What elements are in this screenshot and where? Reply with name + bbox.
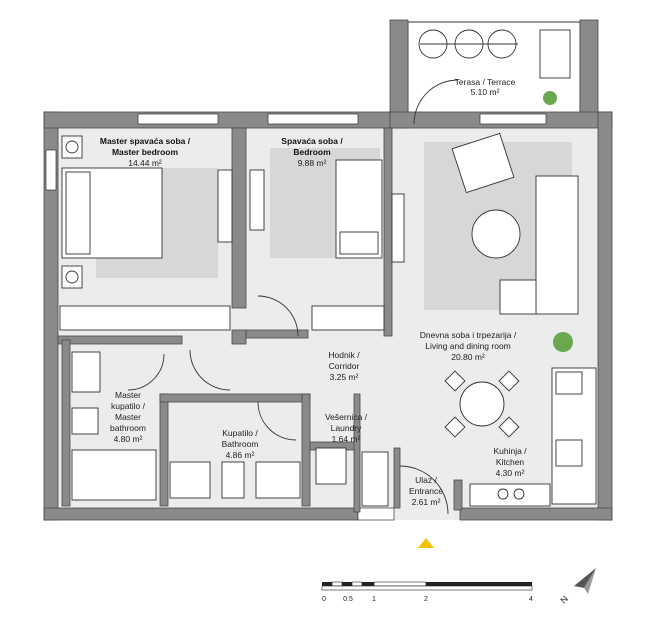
toilet-icon — [221, 461, 245, 499]
wall-master-bath-top — [57, 335, 183, 345]
scale-tick-2: 1 — [372, 596, 376, 603]
kitchen-island-icon — [469, 483, 551, 507]
entrance-label-1: Ulaz / — [415, 475, 437, 485]
bathroom-label-2: Bathroom — [222, 439, 259, 449]
wall-laundry-right — [353, 393, 361, 513]
armchair-icon — [451, 132, 515, 194]
bedroom-wardrobe-icon — [311, 305, 385, 331]
bedroom-label-1: Spavaća soba / — [281, 136, 343, 146]
shoe-cabinet-icon — [361, 451, 389, 507]
bathroom-label-1: Kupatilo / — [222, 428, 258, 438]
master-bed-pillows — [65, 171, 91, 255]
window-west — [45, 149, 57, 191]
wall-master-bath-right — [159, 393, 169, 507]
entrance-label-2: Entrance — [409, 486, 443, 496]
wall-terrace-right — [579, 19, 599, 117]
master-toilet-icon — [71, 407, 99, 435]
entrance-area: 2.61 m² — [412, 497, 441, 507]
wall-east — [597, 111, 613, 521]
master-wardrobe-icon — [59, 305, 231, 331]
bedroom-label-2: Bedroom — [293, 147, 331, 157]
master-bedroom-label-1: Master spavaća soba / — [100, 136, 191, 146]
sofa-chaise — [499, 279, 537, 315]
shower-icon — [169, 461, 211, 499]
wall-entrance-left — [393, 447, 401, 509]
master-bath-label-2: kupatilo / — [111, 401, 146, 411]
corridor-label-1: Hodnik / — [328, 350, 360, 360]
master-shower-icon — [71, 449, 157, 501]
window-living — [479, 113, 547, 125]
corridor-label-2: Corridor — [329, 361, 360, 371]
corridor-area: 3.25 m² — [330, 372, 359, 382]
bathroom-door-swing — [257, 401, 297, 441]
plant-icon — [553, 332, 573, 352]
terrace-plant-icon — [543, 91, 557, 105]
living-label-2: Living and dining room — [425, 341, 511, 351]
wall-south-right — [459, 507, 613, 521]
tv-unit-icon — [391, 193, 405, 263]
window-laundry — [357, 507, 395, 521]
kitchen-area: 4.30 m² — [496, 468, 525, 478]
bathroom-area: 4.86 m² — [226, 450, 255, 460]
scale-tick-4: 4 — [529, 596, 533, 603]
master-bath-door-swing — [127, 353, 165, 391]
master-bath-label-1: Master — [115, 390, 141, 400]
terrace-label: Terasa / Terrace — [455, 77, 516, 87]
scale-tick-0: 0 — [322, 596, 326, 603]
laundry-area: 1.64 m² — [332, 434, 361, 444]
stove-icon — [555, 371, 583, 395]
wall-bathroom-top — [159, 393, 311, 403]
window-bedroom — [267, 113, 359, 125]
coffee-table-icon — [471, 209, 521, 259]
wall-master-bedroom-divider — [231, 127, 247, 309]
terrace-lounger — [539, 29, 571, 79]
north-label: N — [558, 594, 570, 606]
master-sink-icon — [71, 351, 101, 393]
wall-south-left — [43, 507, 359, 521]
master-bath-area: 4.80 m² — [114, 434, 143, 444]
laundry-label-2: Laundry — [331, 423, 362, 433]
corridor-door-swing — [189, 349, 231, 391]
single-bed-pillow — [339, 231, 379, 255]
window-master — [137, 113, 219, 125]
terrace-door-swing — [413, 79, 459, 125]
scale-bar — [321, 581, 533, 591]
bedroom-door-swing — [257, 295, 299, 337]
wall-entrance-right — [453, 479, 463, 511]
scale-tick-3: 2 — [424, 596, 428, 603]
kitchen-label-1: Kuhinja / — [493, 446, 527, 456]
washing-machine-icon — [315, 447, 347, 485]
scale-tick-1: 0.5 — [343, 596, 353, 603]
north-arrow-icon — [574, 568, 596, 594]
kitchen-sink-icon — [555, 439, 583, 467]
master-bath-label-3: Master — [115, 412, 141, 422]
wall-bathroom-right — [301, 393, 311, 507]
bedroom-area: 9.88 m² — [298, 158, 327, 168]
bath-sink-icon — [255, 461, 301, 499]
bedroom-desk-icon — [249, 169, 265, 231]
master-desk-icon — [217, 169, 233, 243]
living-label-1: Dnevna soba i trpezarija / — [420, 330, 517, 340]
wall-master-bath-left — [61, 339, 71, 507]
terrace-chairs — [418, 29, 518, 59]
wall-bedroom-living — [383, 127, 393, 337]
terrace-area: 5.10 m² — [471, 87, 500, 97]
wall-bedroom-bottom — [245, 329, 309, 339]
entrance-door-swing — [399, 465, 449, 515]
hob-icon — [497, 488, 509, 500]
living-area: 20.80 m² — [451, 352, 485, 362]
laundry-label-1: Vešernica / — [325, 412, 368, 422]
master-bedroom-area: 14.44 m² — [128, 158, 162, 168]
master-bath-label-4: bathroom — [110, 423, 146, 433]
sofa-icon — [535, 175, 579, 315]
kitchen-label-2: Kitchen — [496, 457, 525, 467]
wall-corridor-stub — [231, 329, 247, 345]
entrance-marker-icon — [418, 538, 434, 548]
master-bedroom-label-2: Master bedroom — [112, 147, 179, 157]
dining-set-icon — [444, 370, 520, 438]
